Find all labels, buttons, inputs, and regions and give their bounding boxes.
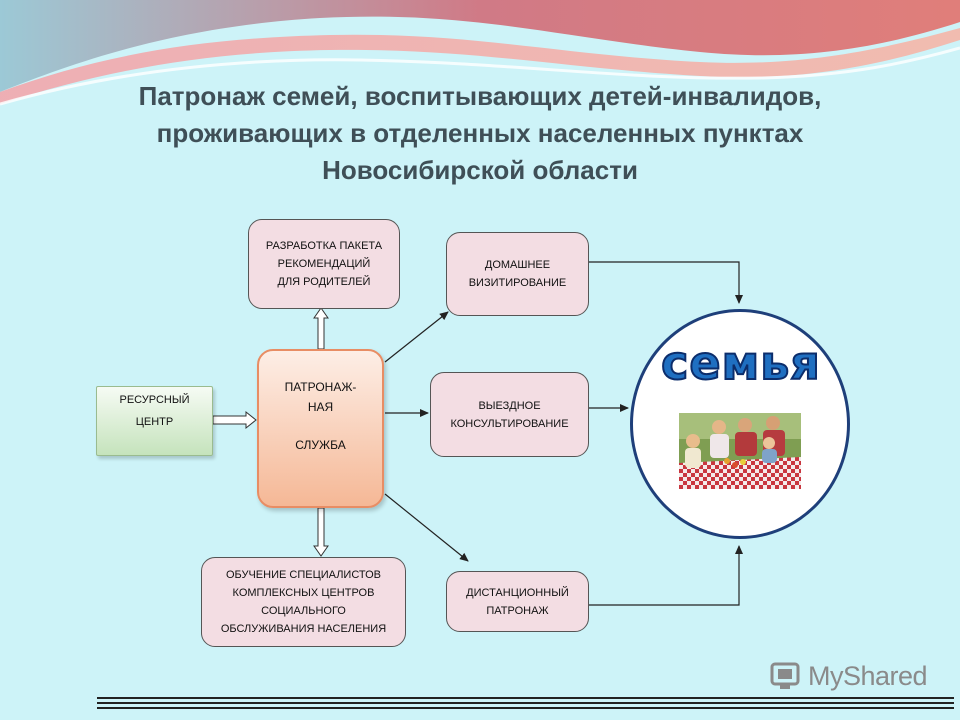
recommendations-box: РАЗРАБОТКА ПАКЕТА РЕКОМЕНДАЦИЙ ДЛЯ РОДИТ…: [248, 219, 400, 309]
arrow-remote-to-family: [589, 545, 743, 606]
arrow-service-to-home-visiting: [384, 311, 449, 363]
training-line-3: СОЦИАЛЬНОГО: [261, 605, 346, 617]
training-line-4: ОБСЛУЖИВАНИЯ НАСЕЛЕНИЯ: [220, 623, 387, 635]
resource-center-box: РЕСУРСНЫЙ ЦЕНТР: [96, 386, 213, 456]
family-picnic-photo: [679, 413, 801, 489]
resource-center-line-2: ЦЕНТР: [135, 416, 174, 428]
arrow-service-to-recommendations: [313, 307, 329, 350]
bottom-rule: [97, 697, 954, 712]
home-visiting-box: ДОМАШНЕЕ ВИЗИТИРОВАНИЕ: [446, 232, 589, 316]
home-visiting-line-2: ВИЗИТИРОВАНИЕ: [468, 277, 567, 289]
slide-title: Патронаж семей, воспитывающих детей-инва…: [40, 78, 920, 189]
service-line-3: СЛУЖБА: [295, 438, 346, 452]
outreach-line-1: ВЫЕЗДНОЕ: [478, 399, 541, 412]
remote-line-2: ПАТРОНАЖ: [486, 604, 549, 617]
training-line-2: КОМПЛЕКСНЫХ ЦЕНТРОВ: [232, 587, 375, 599]
title-line-1: Патронаж семей, воспитывающих детей-инва…: [138, 81, 822, 111]
patronage-service-box: ПАТРОНАЖ- НАЯ СЛУЖБА: [257, 349, 384, 508]
recommendations-line-2: РЕКОМЕНДАЦИЙ: [277, 258, 371, 270]
service-line-1: ПАТРОНАЖ-: [284, 380, 357, 394]
training-box: ОБУЧЕНИЕ СПЕЦИАЛИСТОВ КОМПЛЕКСНЫХ ЦЕНТРО…: [201, 557, 406, 647]
recommendations-line-1: РАЗРАБОТКА ПАКЕТА: [265, 240, 383, 252]
home-visiting-line-1: ДОМАШНЕЕ: [484, 259, 551, 271]
family-label: семья: [660, 336, 821, 390]
arrow-resource-to-service: [212, 410, 257, 430]
training-line-1: ОБУЧЕНИЕ СПЕЦИАЛИСТОВ: [225, 569, 382, 581]
outreach-line-2: КОНСУЛЬТИРОВАНИЕ: [450, 417, 569, 430]
arrow-service-to-training: [313, 507, 329, 557]
myshared-logo-icon: [770, 662, 800, 689]
logo-text: MyShared: [808, 661, 928, 691]
recommendations-line-3: ДЛЯ РОДИТЕЛЕЙ: [277, 276, 371, 288]
remote-patronage-box: ДИСТАНЦИОННЫЙ ПАТРОНАЖ: [446, 571, 589, 632]
resource-center-line-1: РЕСУРСНЫЙ: [119, 394, 190, 406]
remote-line-1: ДИСТАНЦИОННЫЙ: [466, 586, 569, 599]
arrow-service-to-remote: [384, 493, 469, 562]
title-line-2: проживающих в отделенных населенных пунк…: [156, 118, 804, 148]
service-line-2: НАЯ: [307, 400, 334, 414]
outreach-consulting-box: ВЫЕЗДНОЕ КОНСУЛЬТИРОВАНИЕ: [430, 372, 589, 457]
title-line-3: Новосибирской области: [322, 155, 638, 185]
arrow-home-visiting-to-family: [589, 261, 743, 304]
